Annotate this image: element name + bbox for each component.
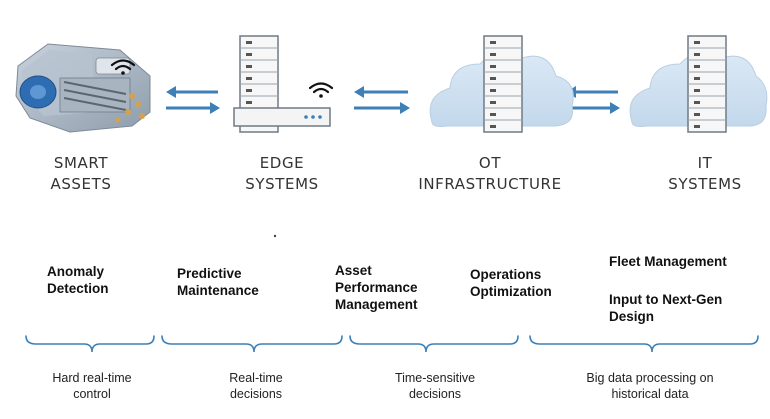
use-case-predictive-maintenance: Predictive Maintenance [177, 266, 259, 298]
server-rack-icon [233, 35, 331, 133]
stage-label-edge-systems: EDGE SYSTEMS [245, 154, 319, 193]
brace-time-sensitive [349, 335, 519, 353]
engine-icon [15, 43, 151, 133]
bidirectional-arrow-1 [166, 86, 220, 114]
stage-label-ot-infrastructure: OT INFRASTRUCTURE [418, 154, 562, 193]
bidirectional-arrow-3 [566, 86, 620, 114]
use-case-fleet-management: Fleet Management [609, 254, 727, 269]
cloud-server-icon [429, 35, 574, 133]
bidirectional-arrow-2 [354, 86, 410, 114]
stage-label-smart-assets: SMART ASSETS [50, 154, 112, 193]
wifi-icon [110, 59, 136, 75]
category-big-data: Big data processing on historical data [586, 371, 714, 401]
use-case-input-next-gen-design: Input to Next-Gen Design [609, 292, 723, 324]
brace-real-time [161, 335, 343, 353]
category-real-time: Real-time decisions [229, 371, 283, 401]
use-case-asset-performance-management: Asset Performance Management [335, 263, 418, 312]
brace-big-data [529, 335, 759, 353]
cloud-server-icon [629, 35, 768, 133]
category-time-sensitive: Time-sensitive decisions [394, 371, 476, 401]
use-case-operations-optimization: Operations Optimization [470, 267, 552, 299]
category-hard-real-time: Hard real-time control [52, 371, 132, 401]
wifi-icon [308, 82, 334, 98]
brace-hard-real-time [25, 335, 155, 353]
use-case-anomaly-detection: Anomaly Detection [47, 264, 109, 296]
stage-label-it-systems: IT SYSTEMS [668, 154, 742, 193]
stray-dot [273, 234, 277, 238]
